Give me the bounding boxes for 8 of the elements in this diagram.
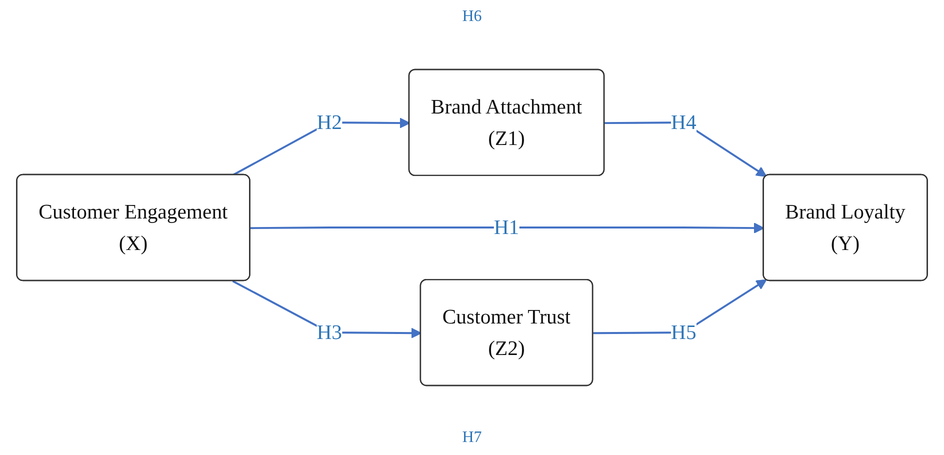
edge-label: H4: [670, 110, 696, 134]
edge-label: H1: [494, 216, 520, 239]
hypothesis-label: H7: [462, 428, 482, 448]
hypothesis-label: H6: [462, 7, 482, 27]
arrow: [250, 222, 764, 234]
edge-label: H2: [316, 110, 342, 134]
edge-label: H3: [316, 320, 342, 344]
edge-label: H5: [670, 320, 696, 344]
